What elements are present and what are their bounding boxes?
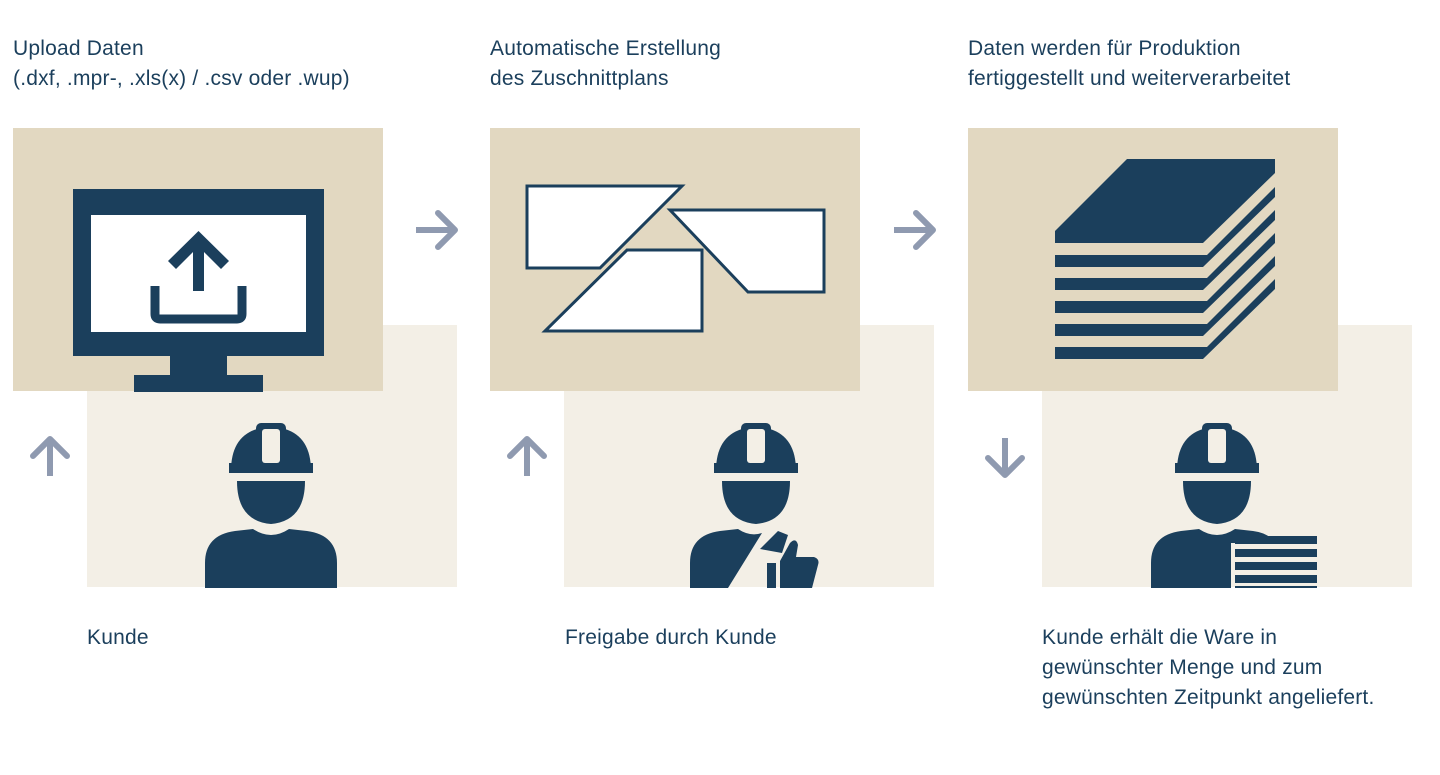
step3-title-line1: Daten werden für Produktion [968,37,1241,60]
cutting-plan-icon [490,128,860,391]
step3-caption-line: Kunde erhält die Ware in [1042,626,1278,649]
step3-caption-line: gewünschten Zeitpunkt angeliefert. [1042,686,1375,709]
arrow-down-icon [984,438,1026,478]
step1-title: Upload Daten (.dxf, .mpr-, .xls(x) / .cs… [13,34,350,94]
step3-caption: Kunde erhält die Ware in gewünschter Men… [1042,623,1375,713]
step1-title-line2: (.dxf, .mpr-, .xls(x) / .csv oder .wup) [13,67,350,90]
step3-title-line2: fertiggestellt und weiterverarbeitet [968,67,1291,90]
worker-thumbs-up-icon [690,423,820,588]
worker-icon [205,423,337,588]
step2-title: Automatische Erstellung des Zuschnittpla… [490,34,721,94]
step1-caption-line: Kunde [87,626,149,649]
step2-title-line2: des Zuschnittplans [490,67,669,90]
step3-caption-line: gewünschter Menge und zum [1042,656,1323,679]
step2-caption: Freigabe durch Kunde [565,623,777,653]
monitor-upload-icon [73,189,324,392]
arrow-up-icon [506,436,548,476]
worker-with-panels-icon [1151,423,1319,588]
arrow-right-icon [416,210,458,250]
arrow-right-icon [894,210,936,250]
step3-title: Daten werden für Produktion fertiggestel… [968,34,1290,94]
step1-title-line1: Upload Daten [13,37,144,60]
step2-title-line1: Automatische Erstellung [490,37,722,60]
step1-caption: Kunde [87,623,149,653]
arrow-up-icon [29,436,71,476]
panel-stack-icon [1055,159,1277,359]
step2-caption-line: Freigabe durch Kunde [565,626,777,649]
